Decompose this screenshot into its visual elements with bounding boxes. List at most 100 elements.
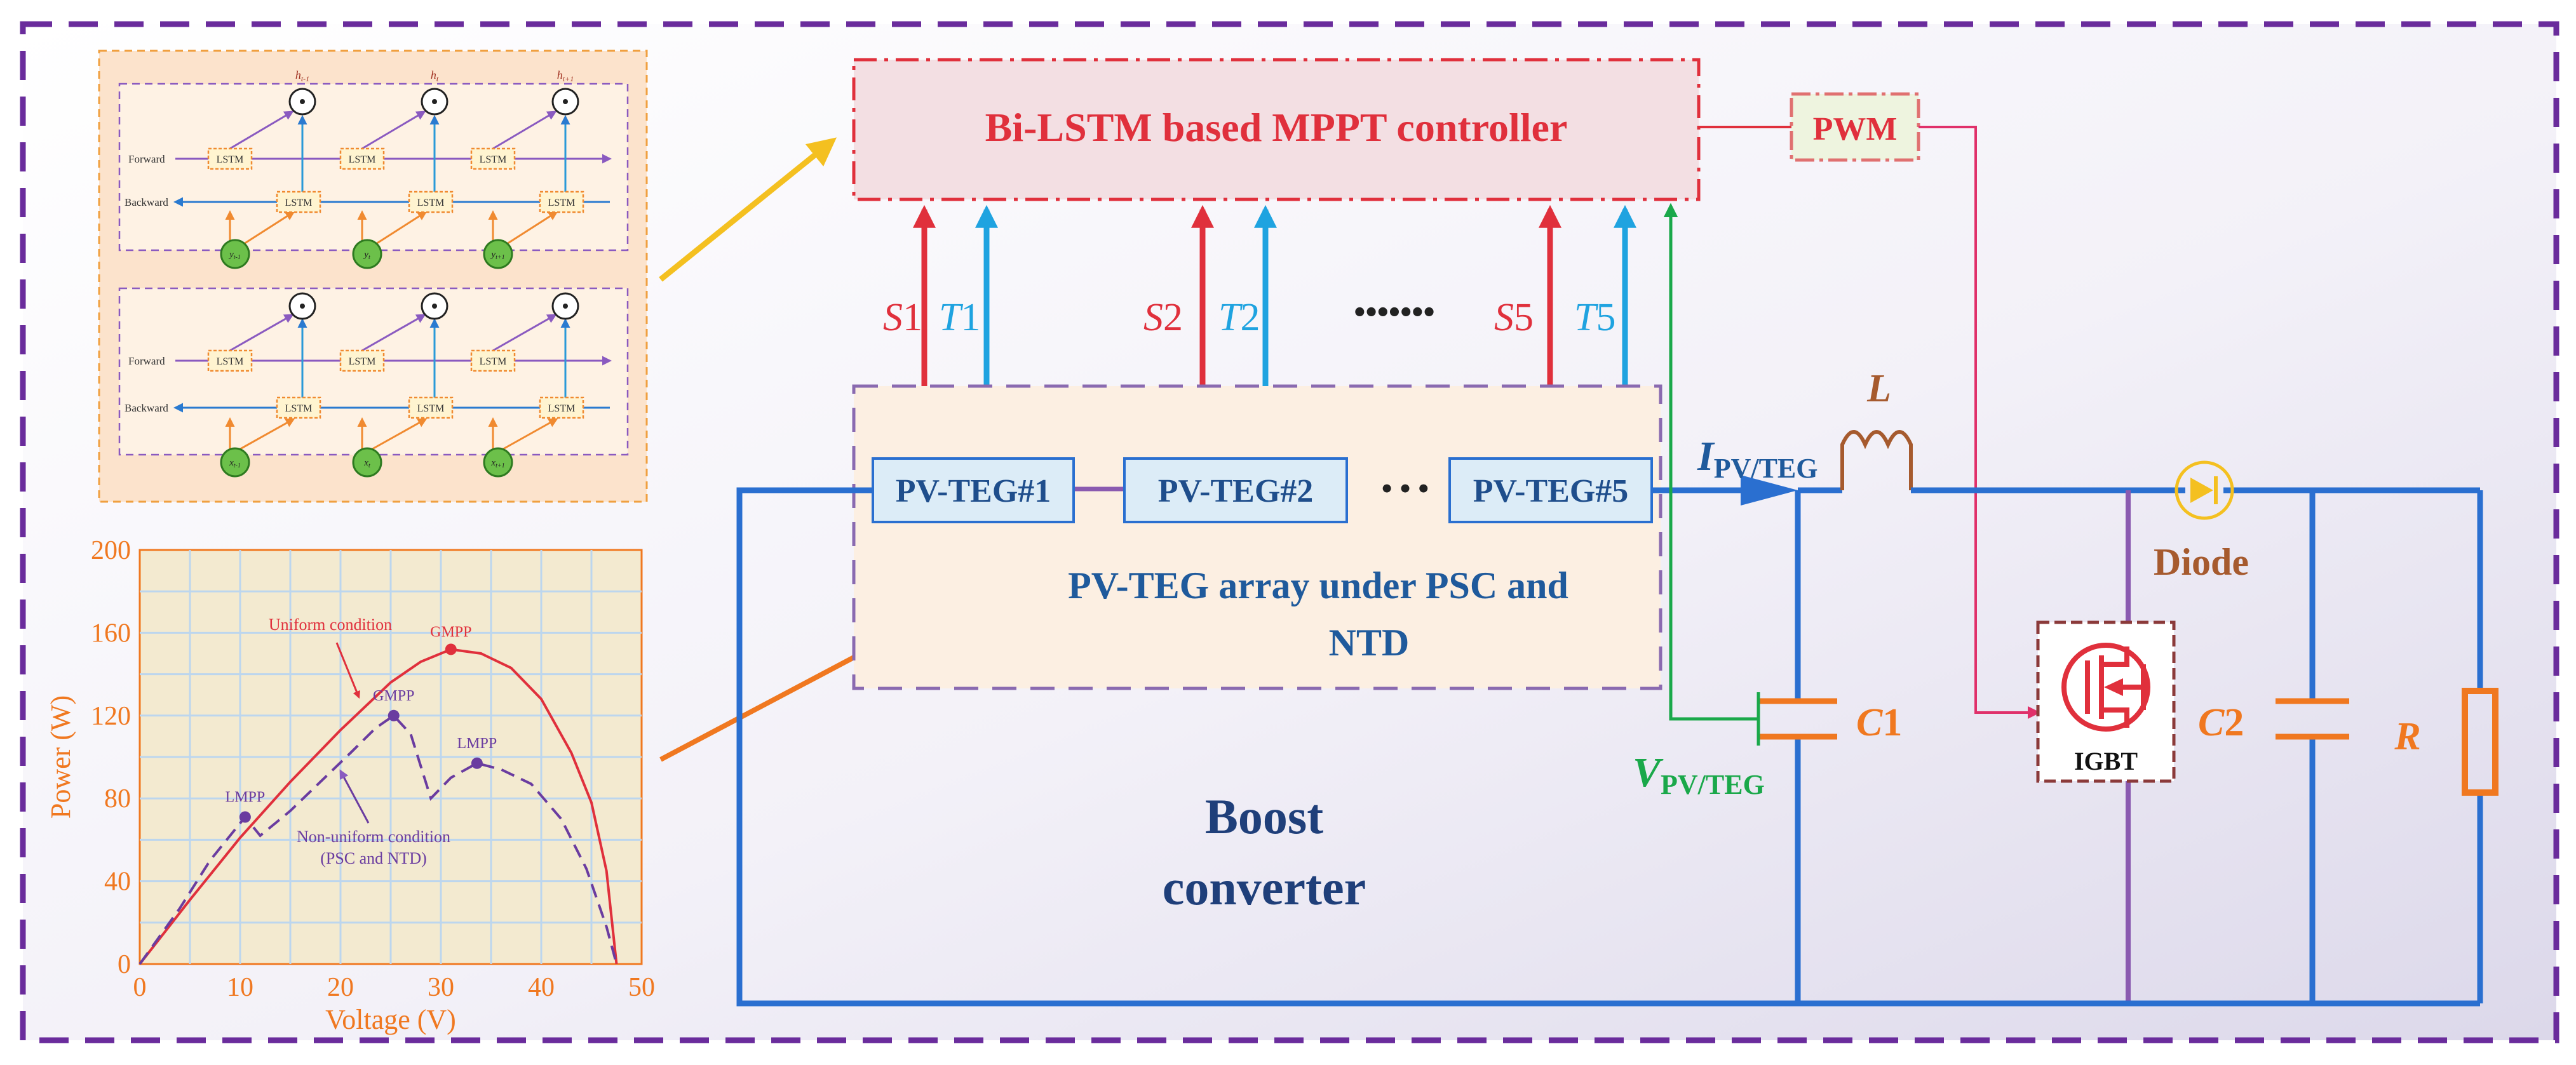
igbt-drain: [2101, 646, 2129, 667]
lstm-cell: [539, 396, 584, 419]
output-node-dot: [300, 99, 305, 104]
input-node-label: xt+1: [490, 458, 504, 469]
modules-ellipsis: • • •: [1382, 472, 1429, 506]
lstm-cell: [470, 349, 516, 372]
pwm-to-igbt-wire: [1919, 126, 2040, 719]
mid-node: [352, 239, 382, 269]
boost-label-line2: converter: [1163, 860, 1366, 915]
output-node-dot: [300, 304, 305, 309]
chart-y-axis-label: Power (W): [45, 695, 76, 819]
lower-forward-label: Forward: [128, 355, 165, 367]
array-title-line2: NTD: [1329, 622, 1410, 664]
curve-label: Non-uniform condition: [297, 827, 450, 846]
mpp-label: GMPP: [430, 624, 471, 640]
lstm-cell-label: LSTM: [480, 356, 507, 367]
col2-low-out-f: [361, 314, 426, 352]
x-tick-label: 20: [327, 973, 354, 1002]
inset-to-controller-arrow: [659, 137, 837, 282]
bilstm-column-1: LSTM LSTM ht-1 LSTM LSTM yt-1 xt-1: [207, 69, 321, 478]
signals-ellipsis: •••••••: [1354, 294, 1434, 330]
lstm-cell: [339, 349, 385, 372]
lstm-cell: [408, 396, 454, 419]
y-tick-label: 0: [118, 950, 131, 979]
input-node: [352, 447, 382, 478]
c1-label: C1: [1856, 701, 1902, 744]
lstm-cell: [276, 191, 321, 213]
mid-node-label: yt-1: [228, 250, 241, 261]
s1-label: S1: [883, 296, 922, 339]
diode-label: Diode: [2154, 541, 2249, 583]
lstm-cell-label: LSTM: [480, 154, 507, 165]
igbt-symbol-ring: [2061, 643, 2150, 732]
inductor-coil: [1840, 430, 1913, 490]
uniform-pointer: [335, 642, 360, 699]
x-tick-label: 0: [133, 973, 147, 1002]
lstm-cell-label: LSTM: [548, 198, 576, 208]
lstm-cell-label: LSTM: [349, 356, 376, 367]
lstm-cell-label: LSTM: [285, 403, 313, 414]
lstm-cell: [207, 147, 253, 170]
mid-node-label: yt+1: [490, 250, 504, 261]
boost-label-line1: Boost: [1205, 789, 1323, 844]
outer-frame: [20, 21, 2559, 1043]
x-tick-label: 10: [227, 973, 253, 1002]
inductor-label: L: [1866, 367, 1891, 410]
input-node-label: xt-1: [229, 458, 241, 469]
mpp-label: LMPP: [226, 789, 266, 806]
resistor-label: R: [2394, 715, 2420, 758]
output-node-dot: [432, 99, 437, 104]
lstm-cell-label: LSTM: [285, 198, 313, 208]
left-wire: [736, 487, 1798, 1007]
curve-label: Uniform condition: [269, 615, 392, 634]
input-node: [220, 447, 250, 478]
mpp-label: LMPP: [457, 735, 497, 752]
current-arrow-head: [1741, 475, 1798, 506]
y-tick-label: 120: [91, 702, 131, 731]
hidden-state-label: ht+1: [557, 69, 574, 83]
resistor-body: [2462, 688, 2498, 796]
mpp-marker: [388, 709, 400, 721]
x-tick-label: 50: [628, 973, 655, 1002]
pv-teg-module-1: [872, 457, 1075, 523]
output-node-dot: [563, 304, 568, 309]
y-tick-label: 80: [104, 784, 131, 814]
mid-node-label: yt: [363, 250, 370, 261]
mpp-label: GMPP: [373, 688, 414, 704]
diode-body: [2175, 460, 2234, 520]
curve-label: (PSC and NTD): [320, 849, 427, 867]
pv-teg-array: • • • PV-TEG#1 PV-TEG#2 PV-TEG#5 PV-TEG …: [852, 384, 1662, 690]
mpp-marker: [471, 757, 483, 769]
voltage-sense-wire: [1663, 203, 1758, 721]
col3-out-f: [492, 111, 557, 150]
output-node-dot: [432, 304, 437, 309]
input-node: [483, 447, 513, 478]
lstm-cell-label: LSTM: [548, 403, 576, 414]
diode-symbol: [2190, 478, 2213, 503]
pv-teg-module-2: [1123, 457, 1348, 523]
current-label: IPV/TEG: [1697, 433, 1817, 484]
bilstm-column-3: LSTM LSTM ht+1 LSTM LSTM yt+1 xt+1: [470, 69, 584, 478]
upper-forward-label: Forward: [128, 153, 165, 165]
hidden-state-label: ht-1: [295, 69, 309, 83]
col1-out-f: [229, 111, 294, 150]
igbt-source: [2101, 707, 2129, 728]
mid-node: [483, 239, 513, 269]
lstm-cell-label: LSTM: [349, 154, 376, 165]
lower-backward-label: Backward: [125, 402, 168, 414]
pv-teg-module-1-label: PV-TEG#1: [896, 473, 1051, 509]
t5-label: T5: [1574, 296, 1615, 339]
nonuniform-pointer: [339, 769, 370, 824]
output-node-dot: [563, 99, 568, 104]
igbt-arrow: [2104, 678, 2123, 696]
lstm-cell-label: LSTM: [217, 356, 244, 367]
y-tick-label: 160: [91, 619, 131, 648]
pv-teg-module-5-label: PV-TEG#5: [1473, 473, 1629, 509]
lstm-cell-label: LSTM: [217, 154, 244, 165]
y-tick-label: 200: [91, 536, 131, 565]
array-box: [852, 384, 1662, 690]
igbt-label: IGBT: [2074, 747, 2138, 775]
lstm-cell: [339, 147, 385, 170]
